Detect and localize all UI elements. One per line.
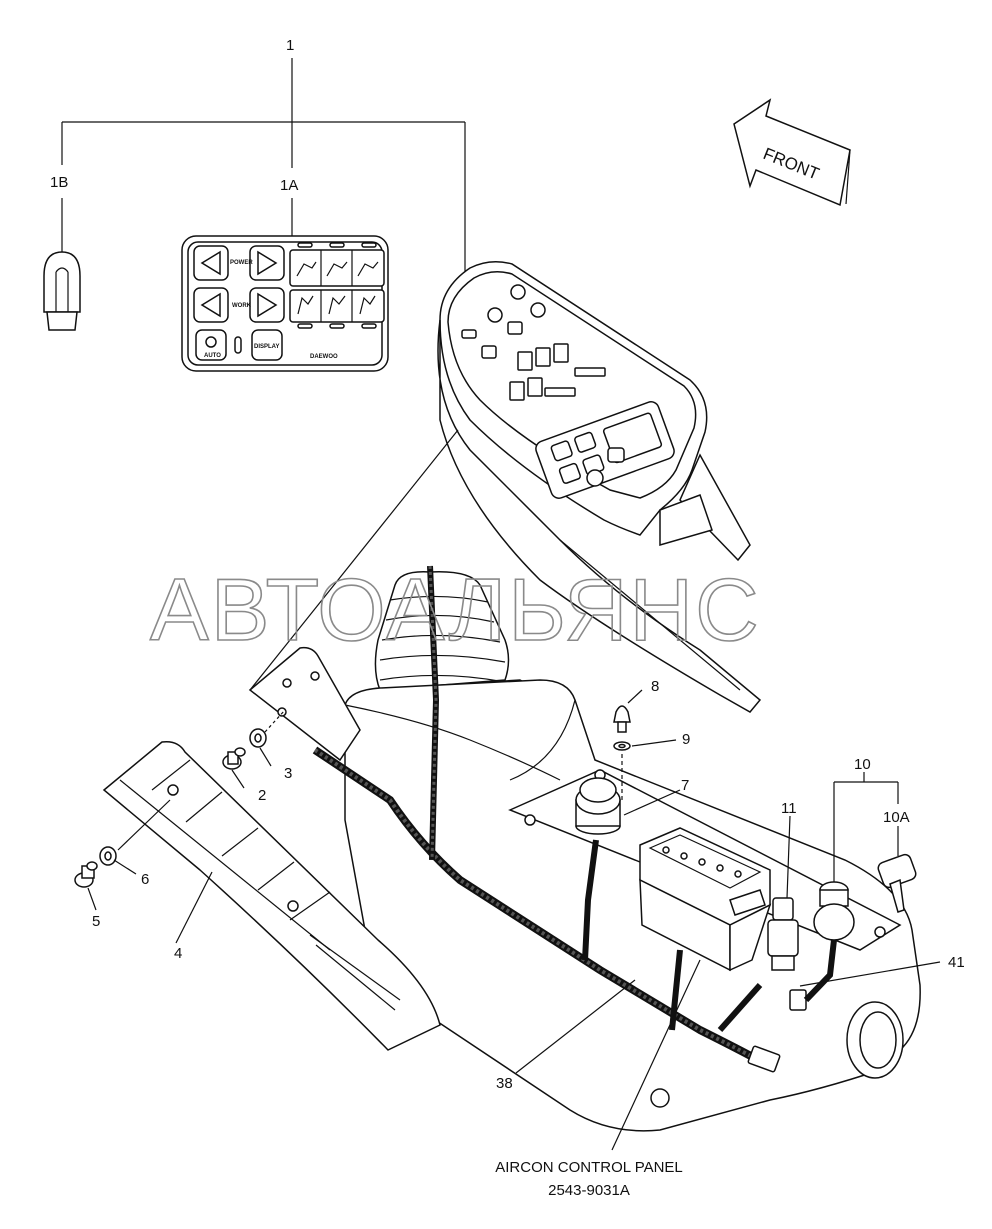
washer-3 [249,728,267,748]
work-up-button [249,287,285,323]
auto-label: AUTO [204,353,221,359]
callout-8: 8 [651,678,659,695]
caption-title: AIRCON CONTROL PANEL [495,1159,683,1176]
switch-11 [767,897,799,971]
callout-10: 10 [854,756,871,773]
work-down-button [193,287,229,323]
callout-9: 9 [682,731,690,748]
power-label: POWER [230,260,253,266]
console-display [509,343,606,401]
callout-2: 2 [258,787,266,804]
callout-5: 5 [92,913,100,930]
leader-3 [264,709,286,733]
key-10a [877,853,917,913]
display-label: DISPLAY [254,344,279,350]
washer-6 [99,846,117,866]
callout-1b: 1B [50,174,68,191]
power-down-button [193,245,229,281]
watermark: АВТОАЛЬЯНС [150,560,761,659]
screw-5 [74,861,98,888]
callout-leaders [87,689,941,1151]
brand-label: DAEWOO [310,354,338,360]
rotary-switch-7 [575,777,621,835]
work-label: WORK [232,303,252,309]
front-direction-arrow: FRONT [733,98,851,207]
bulb-1b [43,251,81,331]
caption-part-number: 2543-9031A [548,1182,630,1199]
wire-harness-38 [312,565,807,1073]
callout-41: 41 [948,954,965,971]
callout-10a: 10A [883,809,910,826]
callout-1: 1 [286,37,294,54]
callout-11: 11 [781,800,797,817]
leader-bracket-1 [61,58,466,290]
callout-6: 6 [141,871,149,888]
leader-1-down [249,429,459,691]
callout-3: 3 [284,765,292,782]
aircon-control-panel [639,827,772,972]
side-panel-4 [102,740,441,1051]
leader-6 [117,799,171,851]
starter-switch-10 [803,881,855,1003]
washer-9 [613,741,631,751]
callout-7: 7 [681,777,689,794]
bolt-8 [613,705,631,733]
console-buttons [461,284,546,359]
bracket-plate [248,646,361,762]
console-keypad [535,401,675,499]
indicator-leds [297,242,377,329]
callout-38: 38 [496,1075,513,1092]
screw-2 [222,747,246,770]
auto-button [195,329,227,361]
keypad-1a: POWER WORK AUTO DISPLAY DAEWOO [181,235,389,372]
monitor-console [437,261,762,713]
callout-4: 4 [174,945,182,962]
mode-icons [296,261,379,315]
power-up-button [249,245,285,281]
callout-1a: 1A [280,177,298,194]
